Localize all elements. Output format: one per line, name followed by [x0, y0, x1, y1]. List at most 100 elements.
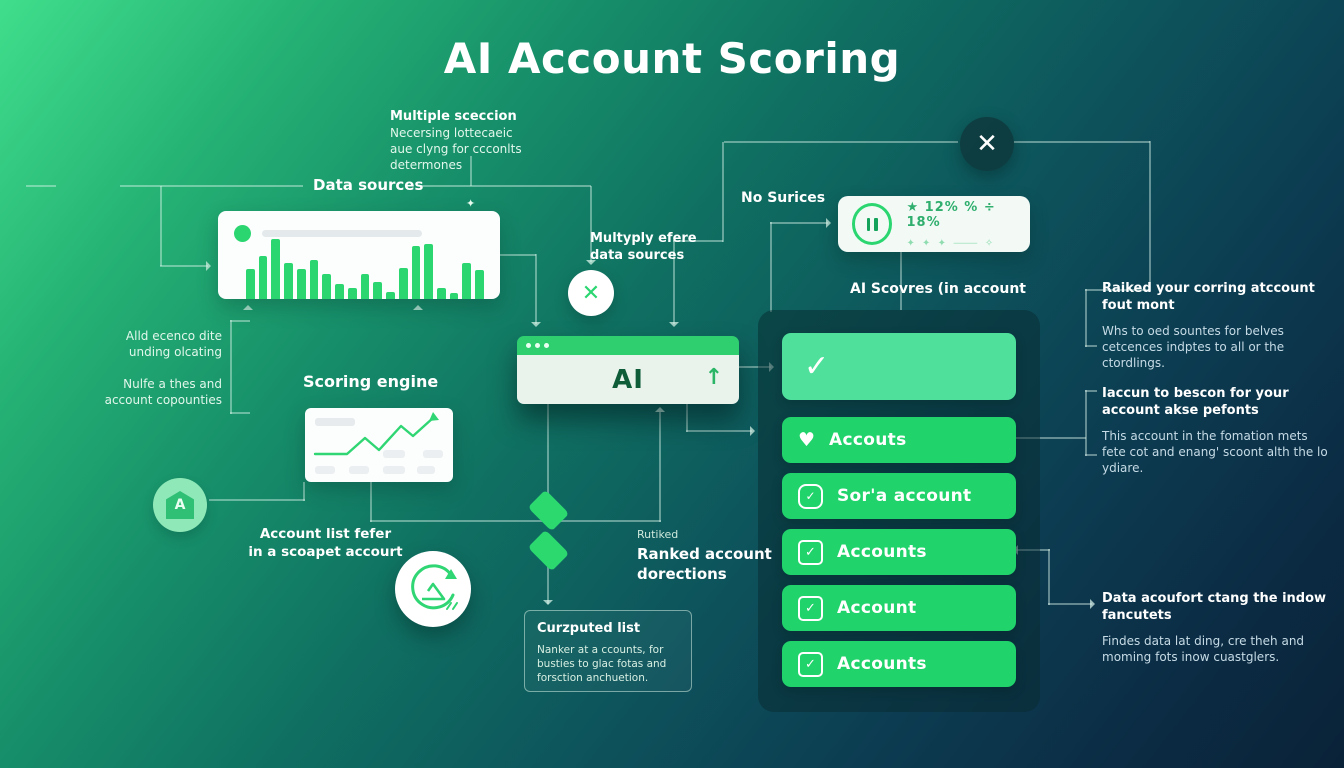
connector-line	[209, 499, 305, 501]
connector-line	[1048, 549, 1050, 605]
connector-line	[1085, 390, 1097, 392]
right-note-body: Whs to oed sountes for belves cetcences …	[1102, 324, 1285, 370]
arrow-down	[531, 322, 541, 332]
arrow-up	[243, 300, 253, 310]
connector-line	[230, 412, 250, 414]
line-chart-card	[305, 408, 453, 482]
bar	[322, 274, 332, 299]
pause-bar	[874, 217, 878, 231]
check-icon: ✓	[804, 349, 830, 384]
checkbox-icon: ✓	[798, 651, 823, 677]
right-note-3: Data acoufort ctang the indow fancutets …	[1102, 590, 1330, 665]
connector-line	[1085, 289, 1149, 291]
close-icon: ✕	[976, 129, 998, 159]
connector-line	[1085, 345, 1097, 347]
bar	[271, 239, 281, 299]
connector-line	[230, 320, 232, 414]
panel-button-accounts[interactable]: ✓ Accounts	[782, 641, 1016, 687]
account-list-line: Account list fefer	[259, 526, 392, 542]
bar	[437, 288, 446, 299]
connector-line	[547, 404, 549, 500]
connector-line	[160, 265, 208, 267]
multiply-note: Multyply efere data sources	[590, 230, 697, 264]
connector-line	[547, 560, 549, 604]
connector-line	[739, 366, 771, 368]
bar	[258, 256, 268, 299]
connector-line	[770, 222, 828, 224]
page-title: AI Account Scoring	[443, 34, 901, 83]
panel-button-label: Accounts	[837, 654, 927, 674]
bar	[373, 282, 383, 299]
right-note-body: This account in the fomation mets fete c…	[1102, 429, 1328, 475]
right-note-body: Findes data lat ding, cre theh and momin…	[1102, 634, 1305, 664]
multiple-note-line: determones	[390, 158, 463, 172]
panel-button-sor-a-account[interactable]: ✓Sor'a account	[782, 473, 1016, 519]
account-list-note: Account list fefer in a scoapet accourt	[233, 525, 418, 561]
checkbox-icon: ✓	[798, 595, 823, 621]
line-chart	[313, 412, 443, 474]
arrow-down	[669, 322, 679, 332]
pause-icon	[852, 203, 893, 245]
connector-line	[535, 254, 537, 324]
panel-button-accouts[interactable]: ♥Accouts	[782, 417, 1016, 463]
connector-line	[686, 404, 688, 432]
multiply-note-line: data sources	[590, 248, 685, 263]
connector-line	[500, 254, 536, 256]
arrow-up	[413, 300, 423, 310]
refresh-icon	[411, 564, 458, 610]
curated-list-title: Curzputed list	[537, 621, 641, 636]
connector-line	[230, 320, 250, 322]
arrow-right	[750, 426, 760, 436]
close-button[interactable]: ✕	[960, 117, 1014, 171]
bar-chart-card	[218, 211, 500, 299]
connector-line	[1085, 289, 1087, 347]
connector-line	[160, 186, 162, 266]
clipboard-check-icon: ✓	[798, 483, 823, 509]
arrow-right	[826, 218, 836, 228]
curated-list-body: Nanker at a ccounts, for busties to glac…	[537, 644, 667, 684]
connector-line	[900, 252, 902, 310]
checkbox-icon: ✓	[798, 539, 823, 565]
left-note-line: unding olcating	[128, 345, 222, 359]
window-dot-icon	[535, 343, 540, 348]
scoring-engine-label: Scoring engine	[303, 372, 439, 391]
connector-line	[673, 240, 723, 242]
connector-line	[1085, 454, 1097, 456]
shield-icon: A	[166, 491, 194, 519]
panel-button-check[interactable]: ✓	[782, 333, 1016, 400]
left-note-line: account copounties	[104, 393, 222, 407]
ai-window: AI ↑	[517, 336, 739, 404]
bar	[284, 263, 293, 299]
right-note-heading: Iaccun to bescon for your account akse p…	[1102, 386, 1289, 418]
sparkle-icon: ✦	[466, 197, 476, 210]
refresh-badge	[395, 551, 471, 627]
data-sources-label: Data sources	[313, 176, 424, 194]
connector-line	[1085, 390, 1087, 456]
connector-line	[26, 185, 56, 187]
multiply-glyph: ✕	[581, 280, 601, 306]
multiple-note-heading: Multiple sceccion	[390, 109, 517, 124]
shield-letter: A	[174, 497, 186, 513]
connector-line	[722, 142, 724, 242]
arrow-down	[543, 600, 553, 610]
bar	[360, 274, 370, 299]
diamond-connector-icon	[527, 529, 570, 572]
bar	[411, 246, 421, 299]
panel-button-account[interactable]: ✓ Account	[782, 585, 1016, 631]
window-titlebar	[517, 336, 739, 355]
shield-badge: A	[153, 478, 207, 532]
panel-button-accounts[interactable]: ✓Accounts	[782, 529, 1016, 575]
connector-line	[724, 141, 958, 143]
connector-line	[590, 186, 592, 262]
bar	[246, 269, 255, 299]
multiple-note-line: aue clyng for ccconlts	[390, 142, 522, 156]
score-values: ★ 12% % ÷ 18% ✦ ✦ ✦ ⸻ ✧	[906, 200, 1030, 249]
panel-button-label: Account	[837, 598, 917, 618]
right-note-heading: Data acoufort ctang the indow fancutets	[1102, 591, 1327, 623]
window-dot-icon	[544, 343, 549, 348]
pause-bar	[866, 217, 871, 231]
bar	[335, 284, 344, 299]
arrow-right	[206, 261, 216, 271]
right-note-2: Iaccun to bescon for your account akse p…	[1102, 385, 1330, 476]
